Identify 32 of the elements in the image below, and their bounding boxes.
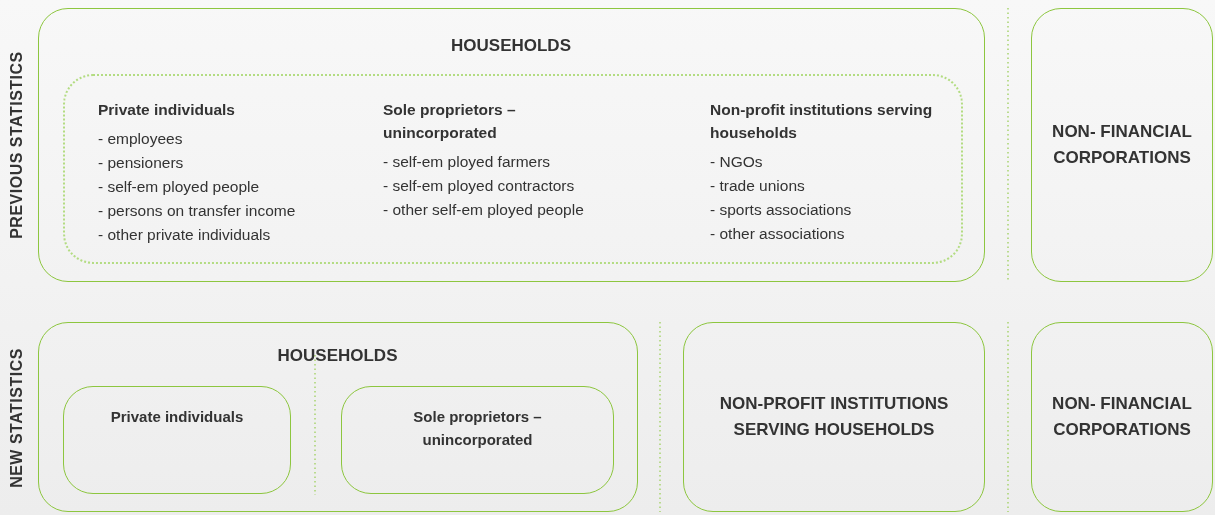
list-item: - self-em ployed people bbox=[98, 177, 261, 197]
list-item: - self-em ployed farmers bbox=[383, 152, 552, 172]
group-title: HOUSEHOLDS bbox=[276, 345, 399, 367]
list-item: - other self-em ployed people bbox=[383, 200, 583, 220]
box-label: Private individuals bbox=[109, 407, 245, 427]
rounded-box bbox=[63, 386, 291, 494]
group-title: HOUSEHOLDS bbox=[450, 35, 572, 57]
list-item: - sports associations bbox=[710, 200, 853, 220]
row-label: PREVIOUS STATISTICS bbox=[8, 51, 26, 239]
list-item: - other associations bbox=[710, 224, 846, 244]
row-label: NEW STATISTICS bbox=[8, 348, 26, 488]
rounded-box bbox=[38, 322, 638, 512]
rounded-box bbox=[683, 322, 985, 512]
list-item: - self-em ployed contractors bbox=[383, 176, 576, 196]
list-item: - pensioners bbox=[98, 153, 185, 173]
column-heading: Sole proprietors – unincorporated bbox=[383, 100, 517, 143]
box-label: NON-PROFIT INSTITUTIONS SERVING HOUSEHOLDS bbox=[718, 393, 950, 441]
rounded-box bbox=[38, 8, 985, 282]
rounded-box bbox=[1031, 8, 1213, 282]
list-item: - trade unions bbox=[710, 176, 806, 196]
box-label: Sole proprietors – unincorporated bbox=[412, 407, 543, 450]
box-label: NON- FINANCIAL CORPORATIONS bbox=[1051, 393, 1193, 441]
rounded-box bbox=[1031, 322, 1213, 512]
list-item: - persons on transfer income bbox=[98, 201, 296, 221]
box-label: NON- FINANCIAL CORPORATIONS bbox=[1051, 121, 1193, 169]
dotted-group-box bbox=[63, 74, 963, 264]
column-heading: Private individuals bbox=[98, 100, 236, 120]
list-item: - other private individuals bbox=[98, 225, 272, 245]
rounded-box bbox=[341, 386, 614, 494]
list-item: - employees bbox=[98, 129, 184, 149]
list-item: - NGOs bbox=[710, 152, 764, 172]
column-heading: Non-profit institutions serving households bbox=[710, 100, 934, 143]
